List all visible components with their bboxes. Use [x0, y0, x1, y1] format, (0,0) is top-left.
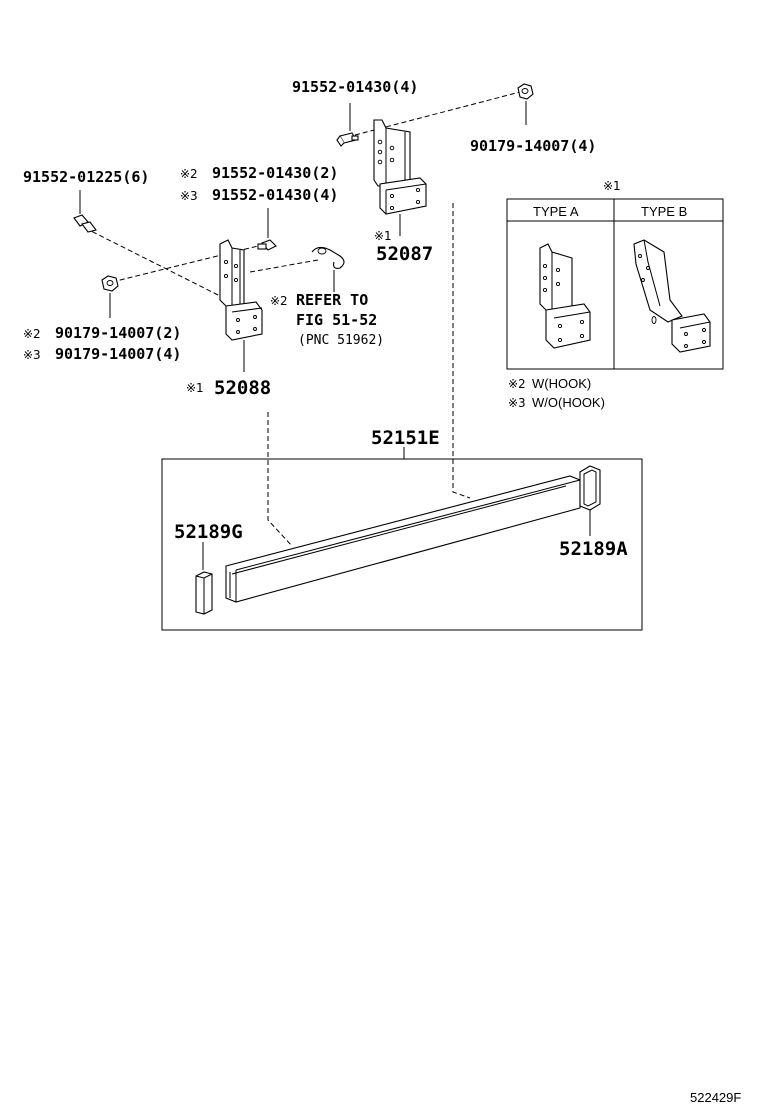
label-rail: 52151E — [371, 427, 440, 449]
label-refer-line3: (PNC 51962) — [298, 333, 384, 348]
label-bracket-52087: 52087 — [376, 243, 433, 265]
inset-type-b: TYPE B — [641, 204, 687, 219]
type-a-bracket-drawing — [539, 243, 591, 349]
label-refer-line2: FIG 51-52 — [296, 311, 377, 329]
mark-wo-hook-nut: ※3 — [23, 348, 41, 362]
mark-type-bracket-52088: ※1 — [186, 381, 204, 395]
bracket-52087-part — [373, 119, 427, 236]
label-end-left: 52189G — [174, 521, 243, 543]
type-b-bracket-drawing — [633, 239, 711, 353]
bolt-left-part — [73, 190, 97, 233]
nut-top-part — [517, 83, 534, 125]
nut-left-part — [101, 275, 119, 318]
bracket-52088-part — [219, 239, 263, 372]
bracket-type-inset — [506, 198, 724, 370]
mark-w-hook-nut: ※2 — [23, 327, 41, 341]
end-cap-52189a-part — [579, 465, 601, 536]
inset-type-a: TYPE A — [533, 204, 579, 219]
legend-wo-hook: W/O(HOOK) — [532, 395, 605, 410]
rail-52151e-part — [225, 475, 581, 603]
legend-w-hook: W(HOOK) — [532, 376, 591, 391]
end-cap-52189g-part — [195, 542, 213, 615]
label-bolt-left: 91552-01225(6) — [23, 168, 149, 186]
label-refer-line1: REFER TO — [296, 291, 368, 309]
label-nut-left-w: 90179-14007(2) — [55, 324, 181, 342]
bolt-top-part — [336, 103, 359, 147]
label-end-right: 52189A — [559, 538, 628, 560]
diagram-code: 522429F — [690, 1090, 741, 1105]
mark-w-hook-bolt: ※2 — [180, 167, 198, 181]
mark-wo-hook-bolt: ※3 — [180, 189, 198, 203]
label-bracket-52088: 52088 — [214, 377, 271, 399]
label-nut-left-wo: 90179-14007(4) — [55, 345, 181, 363]
label-bolt-hook-w: 91552-01430(2) — [212, 164, 338, 182]
legend-mark-3: ※3 — [508, 396, 526, 410]
bolt-hook-part — [257, 208, 277, 251]
hook-part — [311, 246, 345, 292]
label-nut-top: 90179-14007(4) — [470, 137, 596, 155]
legend-mark-2: ※2 — [508, 377, 526, 391]
mark-type-bracket-52087: ※1 — [374, 229, 392, 243]
mark-w-hook-refer: ※2 — [270, 294, 288, 308]
inset-mark: ※1 — [603, 179, 621, 193]
label-bolt-hook-wo: 91552-01430(4) — [212, 186, 338, 204]
rail-assembly-box — [161, 447, 643, 631]
label-bolt-top: 91552-01430(4) — [292, 78, 418, 96]
